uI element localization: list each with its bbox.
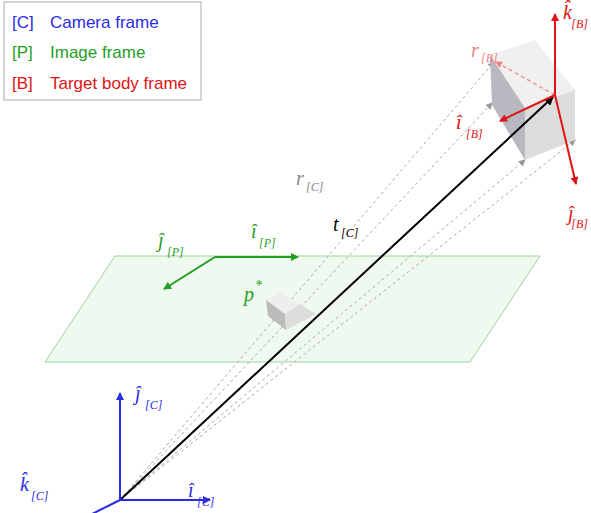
point-label: p [244,284,254,304]
legend-text: Target body frame [50,75,187,92]
axis-subscript: [C] [197,496,214,508]
legend-frame [4,2,201,100]
axis-label: k̂ [563,2,572,22]
axis-subscript: [B] [571,18,588,30]
image-plane [45,256,540,362]
vector-subscript: [C] [341,227,358,239]
legend-key: [B] [12,75,33,92]
axis-subscript: [B] [466,128,483,140]
axis-subscript: [B] [571,218,588,230]
translation-vector [120,97,553,500]
vector-label: r [296,168,304,188]
vector-label: r [471,40,479,60]
axis-subscript: [C] [145,399,162,411]
axis-label: ĵ [135,383,141,403]
axis-label: k̂ [20,474,29,494]
legend-key: [C] [12,14,34,31]
vector-subscript: [C] [306,181,323,193]
axis-label: î [456,112,462,132]
axis-subscript: [P] [259,237,276,249]
image-axes [164,257,298,289]
axis-label: ĵ [158,230,164,250]
vector-subscript: [B] [481,52,498,64]
axis-label: î [188,480,194,500]
vector-label: t [333,214,339,234]
target-box [490,40,575,160]
body-point-vector [496,62,555,95]
axis-subscript: [C] [31,490,48,502]
legend-key: [P] [12,44,33,61]
point-superscript: * [255,279,262,293]
body-axes [500,14,576,184]
legend-text: Camera frame [50,14,159,31]
legend-text: Image frame [50,44,145,61]
axis-subscript: [P] [167,246,184,258]
camera-axes [76,393,210,513]
axis-label: î [251,221,257,241]
